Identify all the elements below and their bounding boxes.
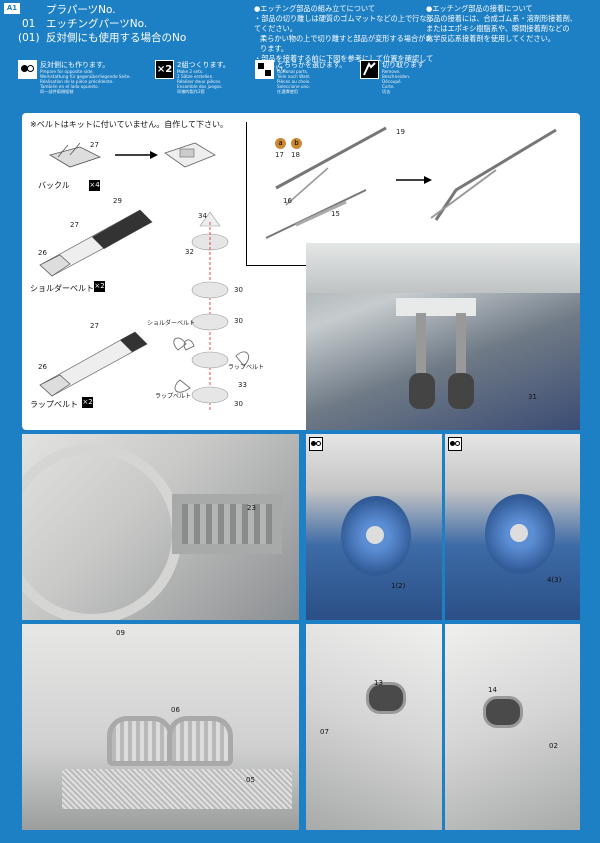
brake-disc-right-photo: 4(3): [445, 434, 580, 620]
opposite-side-icon: [18, 60, 37, 79]
pedals-part-label: 31: [528, 393, 537, 401]
part-label-26a: 26: [38, 249, 47, 257]
part-label-16: 16: [283, 197, 292, 205]
part-label-30b: 30: [234, 317, 243, 325]
part-label-27a: 27: [90, 141, 99, 149]
part-label-34: 34: [198, 212, 207, 220]
buckle-label: バックル: [38, 181, 70, 190]
part-label-29: 29: [113, 197, 122, 205]
lap-belt-diagram: [39, 331, 148, 397]
wiper-diagram: [265, 126, 557, 239]
make-four-badge: ×4: [89, 180, 100, 191]
lap-belt-sublabel-left: ラップベルト: [155, 393, 192, 400]
part-label-27b: 27: [70, 221, 79, 229]
cut-off-icon: [360, 60, 379, 79]
buckle-stack-diagram: [173, 211, 249, 410]
step-badge: A1: [4, 3, 20, 14]
mirror-right-photo: 14 02: [445, 624, 580, 830]
front-part-label-06: 06: [171, 706, 180, 714]
part-label-26b: 26: [38, 363, 47, 371]
mirror-left-part-label-13: 13: [374, 679, 383, 687]
opposite-side-icon: [448, 437, 462, 451]
cockpit-photo: 23: [22, 434, 299, 620]
shoulder-belt-label: ショルダーベルト: [30, 284, 94, 293]
disc-right-part-label: 4(3): [547, 576, 562, 584]
brake-disc-left-photo: 1(2): [306, 434, 442, 620]
belt-note: ※ベルトはキットに付いていません。自作して下さい。: [30, 120, 228, 129]
part-label-30a: 30: [234, 286, 243, 294]
shoulder-belt-diagram: [39, 209, 153, 277]
opposite-side-icon: [309, 437, 323, 451]
part-label-32: 32: [185, 248, 194, 256]
option-b-badge: b: [291, 138, 302, 149]
etching-notes-right: ●エッチング部品の接着について 部品の接着には、合成ゴム系・溶剤形接着剤、 また…: [426, 4, 577, 43]
part-label-15: 15: [331, 210, 340, 218]
front-part-label-05: 05: [246, 776, 255, 784]
optional-parts-icon: [255, 60, 274, 79]
make-two-icon: ×2: [155, 60, 174, 79]
panel-divider-vertical: [246, 122, 247, 265]
make-two-badge-a: ×2: [94, 281, 105, 292]
part-label-19: 19: [396, 128, 405, 136]
front-part-label-09: 09: [116, 629, 125, 637]
shoulder-belt-sublabel: ショルダーベルト: [147, 320, 196, 327]
part-label-30c: 30: [234, 400, 243, 408]
mirror-right-part-label-14: 14: [488, 686, 497, 694]
make-two-badge-b: ×2: [82, 397, 93, 408]
pedals-photo: 31: [306, 243, 580, 430]
lap-belt-label: ラップベルト: [30, 400, 78, 409]
part-label-27c: 27: [90, 322, 99, 330]
panel-divider-horizontal: [246, 265, 306, 266]
legend-etching: エッチングパーツNo.: [46, 18, 148, 30]
front-nose-photo: 09 06 05: [22, 624, 299, 830]
lap-belt-sublabel-right: ラップベルト: [228, 364, 265, 371]
legend-etching-code: 01: [22, 18, 36, 30]
mirror-left-part-label-07: 07: [320, 728, 329, 736]
part-label-17: 17: [275, 151, 284, 159]
part-label-33: 33: [238, 381, 247, 389]
legend-plastic: プラパーツNo.: [46, 4, 116, 16]
disc-left-part-label: 1(2): [391, 582, 406, 590]
mirror-right-part-label-02: 02: [549, 742, 558, 750]
option-a-badge: a: [275, 138, 286, 149]
buckle-diagram: [48, 142, 216, 168]
dash-part-label: 23: [247, 504, 256, 512]
mirror-left-photo: 13 07: [306, 624, 442, 830]
legend-opposite-code: (01): [18, 32, 40, 44]
legend-opposite: 反対側にも使用する場合のNo: [46, 32, 187, 44]
part-label-18: 18: [291, 151, 300, 159]
